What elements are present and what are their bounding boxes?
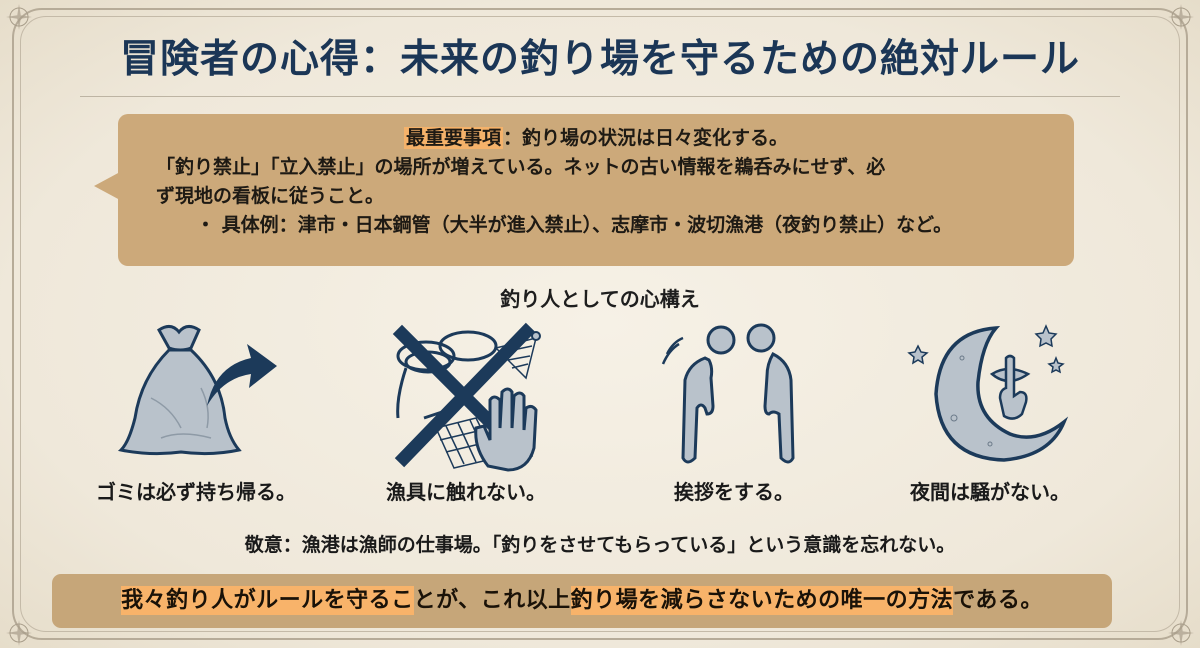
title-divider [80,96,1120,97]
decorative-frame-inner [20,16,1180,632]
callout-paragraph-line1: 「釣り禁止」「立入禁止」の場所が増えている。ネットの古い情報を鵜呑みにせず、必 [156,156,886,178]
callout-tail [94,172,120,200]
rule-label: 挨拶をする。 [674,480,794,504]
compass-rose-icon [1168,620,1194,646]
callout-paragraph-line2: ず現地の看板に従うこと。 [156,185,385,207]
bowing-people-icon [661,323,795,464]
rule-item-no-touch-gear: 漁具に触れない。 [356,318,576,508]
callout-headline-highlight: 最重要事項 [403,127,503,149]
conclusion-banner: 我々釣り人がルールを守ることが、これ以上釣り場を減らさないための唯一の方法である… [52,574,1112,628]
trash-bag-icon [117,325,277,456]
no-touch-fishing-gear-icon [392,322,541,472]
important-notice-callout: 最重要事項：釣り場の状況は日々変化する。 「釣り禁止」「立入禁止」の場所が増えて… [118,114,1074,266]
page-title: 冒険者の心得：未来の釣り場を守るための絶対ルール [119,37,1080,82]
conclusion-highlight-2: 釣り場を減らさないための唯一の方法 [570,586,954,615]
decorative-frame-outer [12,8,1188,640]
rule-label: 漁具に触れない。 [386,480,546,504]
callout-headline: 最重要事項：釣り場の状況は日々変化する。 [142,124,1050,153]
conclusion-text-2: である。 [953,588,1043,613]
compass-rose-icon [1168,4,1194,30]
compass-rose-icon [6,620,32,646]
callout-bullet-example: ・ 具体例：津市・日本鋼管（大半が進入禁止）、志摩市・波切漁港（夜釣り禁止）など… [196,214,953,236]
quiet-moon-icon [907,324,1069,462]
rule-item-trash: ゴミは必ず持ち帰る。 [86,318,306,508]
rule-label: ゴミは必ず持ち帰る。 [96,480,296,504]
section-heading: 釣り人としての心構え [500,287,700,311]
compass-rose-icon [6,4,32,30]
callout-headline-text: ：釣り場の状況は日々変化する。 [503,127,789,149]
conclusion-highlight-1: 我々釣り人がルールを守るこ [121,586,414,615]
respect-statement: 敬意：漁港は漁師の仕事場。「釣りをさせてもらっている」という意識を忘れない。 [244,534,956,556]
rule-item-quiet-night: 夜間は騒がない。 [880,318,1100,508]
conclusion-text-1: とが、これ以上 [413,588,571,613]
rule-item-greeting: 挨拶をする。 [624,318,844,508]
rule-label: 夜間は騒がない。 [910,480,1070,504]
